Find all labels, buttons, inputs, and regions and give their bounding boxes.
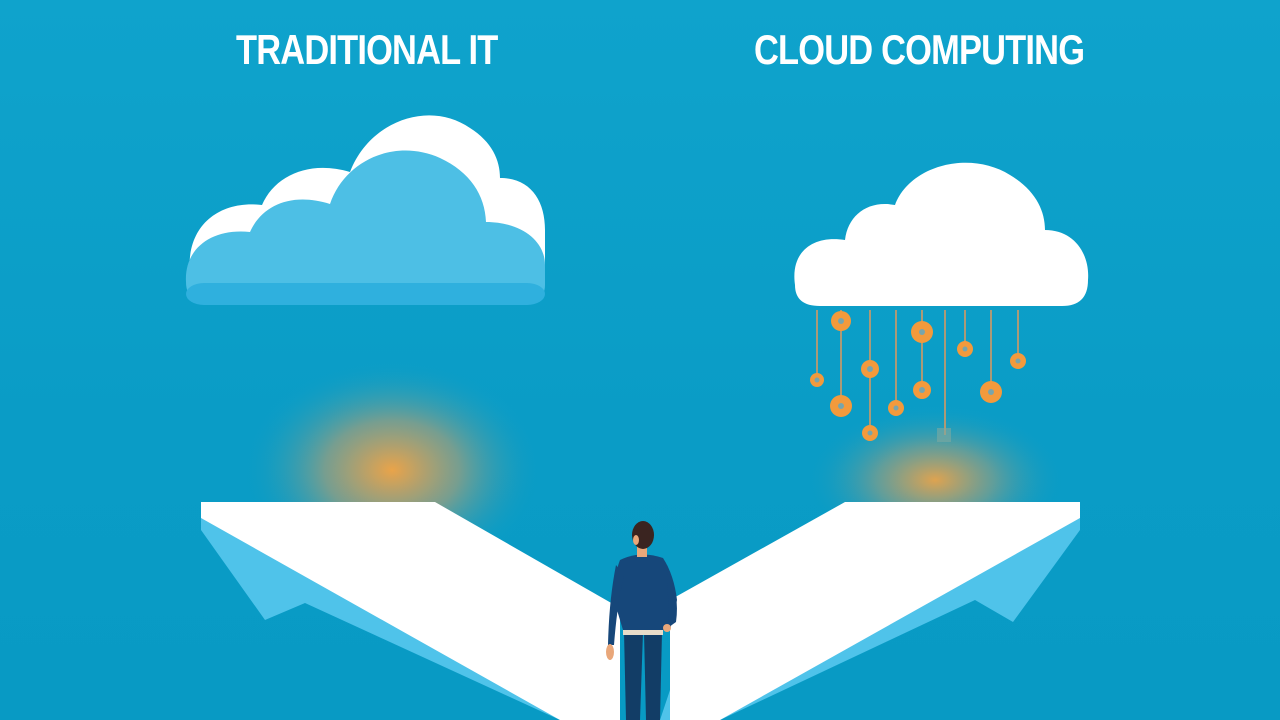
cloud-computing-label: CLOUD COMPUTING (754, 26, 1085, 73)
cloud-computing-icon (794, 162, 1089, 306)
traditional-it-label: TRADITIONAL IT (236, 26, 498, 73)
cloud-path-arrow (660, 502, 1080, 720)
traditional-cloud-icon (185, 115, 545, 305)
traditional-path-arrow (201, 502, 620, 720)
person-figure (606, 521, 677, 720)
